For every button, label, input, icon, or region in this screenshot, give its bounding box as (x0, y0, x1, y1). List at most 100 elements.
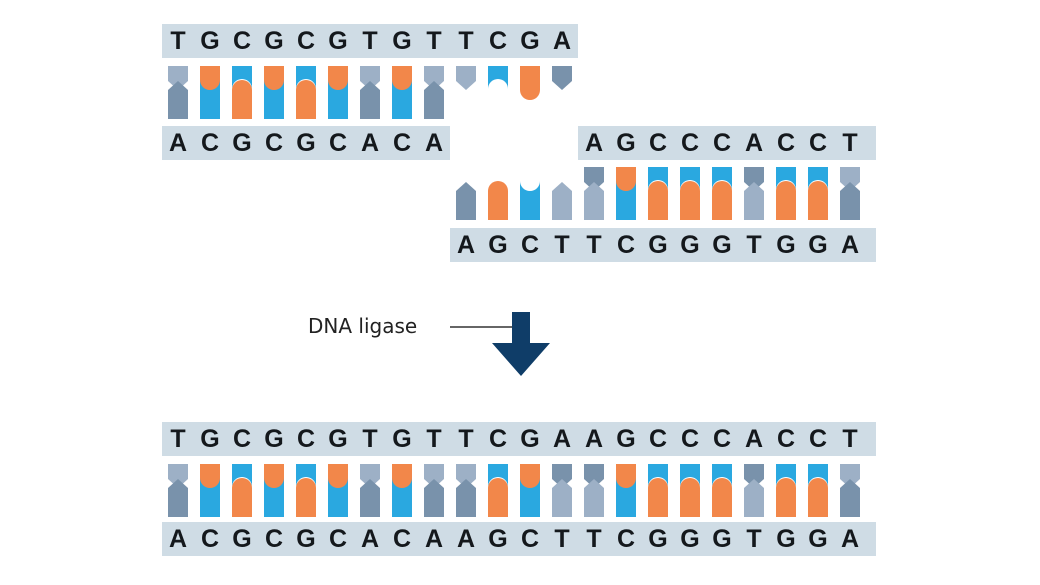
fragment2-lower-base-10: T (746, 231, 762, 259)
fragment1-upper-base-4: G (264, 27, 284, 55)
ligated-upper-base-14: A (584, 425, 604, 453)
fragment2-pair-8-lower-base (680, 181, 700, 220)
ligated-pair-6-lower-base (328, 478, 348, 517)
fragment2-pair-6 (616, 167, 636, 220)
ligated-pair-12-lower-base (520, 478, 540, 517)
fragment2-lower-base-3: C (520, 231, 540, 259)
fragment1-lower-base-2: C (200, 129, 220, 157)
fragment2-pair-7-upper-base (648, 167, 668, 191)
fragment2-pair-5-lower-base (584, 182, 604, 220)
fragment2-lower-base-11: G (776, 231, 796, 259)
ligated-pair-6 (328, 464, 348, 517)
ligated-pair-22 (840, 464, 860, 517)
ligated-upper-base-10: T (458, 425, 474, 453)
fragment1-upper-base-7: T (362, 27, 378, 55)
ligated-upper-base-15: G (616, 425, 636, 453)
ligated-lower-strand (162, 522, 876, 556)
fragment1-lower-base-1: A (168, 129, 188, 157)
top-fragment-upper-strand (162, 24, 578, 58)
fragment2-lower-base-9: G (712, 231, 732, 259)
fragment2-lower-base-13: A (840, 231, 860, 259)
ligated-lower-base-12: C (520, 525, 540, 553)
fragment1-pair-7-lower-base (360, 81, 380, 119)
ligated-lower-base-19: T (746, 525, 762, 553)
fragment1-pair-9-lower-base (424, 81, 444, 119)
ligated-pair-11-lower-base (488, 478, 508, 517)
ligated-lower-base-11: G (488, 525, 508, 553)
ligated-pair-13-upper-base (552, 464, 572, 488)
ligated-pair-15-lower-base (616, 478, 636, 517)
fragment2-pair-13 (840, 167, 860, 220)
ligated-pair-18-upper-base (712, 464, 732, 488)
ligated-pair-3-lower-base (232, 478, 252, 517)
fragment2-lower-base-7: G (648, 231, 668, 259)
enzyme-label: DNA ligase (308, 314, 418, 338)
ligase-arrow (450, 312, 550, 376)
ligated-upper-base-1: T (170, 425, 186, 453)
ligated-pair-20 (776, 464, 796, 517)
ligated-pair-16-lower-base (648, 478, 668, 517)
ligated-pair-10-upper-base (456, 464, 476, 488)
fragment1-pair-9 (424, 66, 444, 119)
fragment2-overhang-4-lower-base (552, 182, 572, 220)
fragment1-upper-base-10: T (458, 27, 474, 55)
fragment2-pair-10-lower-base (744, 182, 764, 220)
ligated-pair-5-upper-base (296, 464, 316, 488)
fragment2-pair-9 (712, 167, 732, 220)
ligated-pair-21 (808, 464, 828, 517)
ligated-pair-10-lower-base (456, 479, 476, 517)
fragment2-overhang-3-lower-base (520, 181, 540, 220)
fragment1-pair-8-lower-base (392, 80, 412, 119)
fragment1-pair-2-lower-base (200, 80, 220, 119)
fragment1-pair-1 (168, 66, 188, 119)
ligated-pair-18-lower-base (712, 478, 732, 517)
ligated-upper-base-22: T (842, 425, 858, 453)
fragment1-pair-7 (360, 66, 380, 119)
ligated-pair-17-lower-base (680, 478, 700, 517)
ligated-lower-base-7: A (360, 525, 380, 553)
ligated-pair-5 (296, 464, 316, 517)
ligated-pair-18 (712, 464, 732, 517)
fragment1-upper-base-3: C (232, 27, 252, 55)
ligated-pair-9 (424, 464, 444, 517)
ligated-pair-7-upper-base (360, 464, 380, 488)
fragment2-pair-11-lower-base (776, 181, 796, 220)
fragment2-upper-base-6: A (744, 129, 764, 157)
fragment1-pair-5-upper-base (296, 66, 316, 90)
fragment2-pair-9-lower-base (712, 181, 732, 220)
fragment1-pair-1-upper-base (168, 66, 188, 90)
fragment1-overhang-11-upper-base (488, 66, 508, 90)
fragment2-pair-5-upper-base (584, 167, 604, 191)
ligated-pair-20-upper-base (776, 464, 796, 488)
right-fragment-upper-strand (578, 126, 876, 160)
fragment2-overhang-2-lower-base (488, 181, 508, 220)
fragment1-upper-base-8: G (392, 27, 412, 55)
fragment2-upper-base-1: A (584, 129, 604, 157)
ligated-upper-base-9: T (426, 425, 442, 453)
ligated-upper-base-21: C (808, 425, 828, 453)
fragment2-lower-base-4: T (554, 231, 570, 259)
fragment1-upper-base-6: G (328, 27, 348, 55)
ligated-pair-17-upper-base (680, 464, 700, 488)
ligated-upper-base-3: C (232, 425, 252, 453)
fragment1-lower-base-4: C (264, 129, 284, 157)
ligated-lower-base-9: A (424, 525, 444, 553)
ligated-pair-19 (744, 464, 764, 517)
ligated-upper-base-12: G (520, 425, 540, 453)
ligated-lower-base-13: T (554, 525, 570, 553)
fragment2-lower-base-2: G (488, 231, 508, 259)
ligated-lower-base-1: A (168, 525, 188, 553)
ligated-pair-1-upper-base (168, 464, 188, 488)
fragment1-overhang-10-upper-base (456, 66, 476, 90)
ligated-pair-14-lower-base (584, 479, 604, 517)
fragment2-lower-base-12: G (808, 231, 828, 259)
ligated-pair-17 (680, 464, 700, 517)
fragment2-overhang-3 (520, 181, 540, 220)
ligated-pair-14-upper-base (584, 464, 604, 488)
ligated-lower-base-17: G (680, 525, 700, 553)
fragment1-pair-6-lower-base (328, 80, 348, 119)
fragment2-pair-5 (584, 167, 604, 220)
ligated-pair-15 (616, 464, 636, 517)
fragment1-overhang-12 (520, 66, 540, 100)
fragment2-overhang-1 (456, 182, 476, 220)
